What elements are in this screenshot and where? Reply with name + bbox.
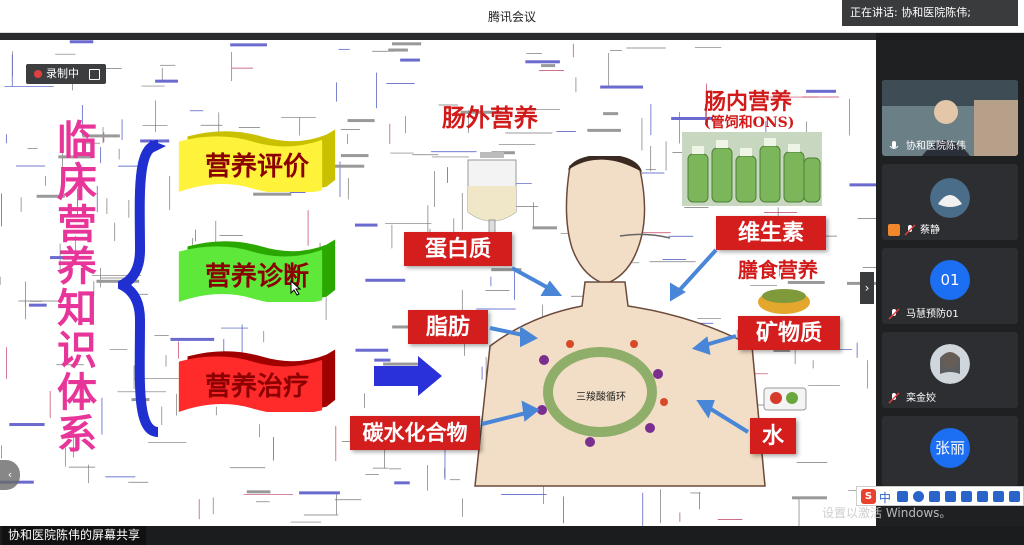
food-box-icon bbox=[763, 387, 807, 411]
ime-mode[interactable]: 中 bbox=[879, 491, 892, 505]
window-title: 腾讯会议 bbox=[487, 10, 536, 24]
participant-name: 协和医院陈伟 bbox=[906, 141, 966, 152]
chevron-right-icon[interactable]: › bbox=[860, 272, 874, 304]
record-dot-icon bbox=[34, 70, 42, 78]
enteral-subheading: (管饲和ONS) bbox=[704, 115, 795, 131]
avatar: 张丽 bbox=[930, 428, 970, 468]
bottom-bar bbox=[0, 526, 1024, 545]
ime-toolbox-icon[interactable] bbox=[993, 491, 1004, 502]
participant-tile-video[interactable]: 协和医院陈伟 bbox=[882, 80, 1018, 156]
participant-tile[interactable]: 栾金姣 bbox=[882, 332, 1018, 408]
vertical-title-char: 体 bbox=[57, 369, 97, 416]
enteral-heading: 肠内营养 bbox=[704, 89, 793, 115]
avatar bbox=[930, 178, 970, 218]
participant-tile[interactable]: 蔡静 bbox=[882, 164, 1018, 240]
vertical-title: 临 床 营 养 知 识 体 系 bbox=[48, 120, 106, 456]
parenteral-heading: 肠外营养 bbox=[442, 103, 538, 132]
ime-logo-icon: S bbox=[861, 489, 876, 504]
participant-name: 马慧预防01 bbox=[906, 309, 959, 320]
participant-name: 蔡静 bbox=[920, 225, 940, 236]
tca-cycle-diagram bbox=[537, 340, 668, 447]
mic-muted-icon bbox=[888, 392, 900, 404]
banner-treatment-label: 营养治疗 bbox=[204, 372, 309, 402]
participant-tile[interactable]: 张丽 bbox=[882, 416, 1018, 486]
mouse-cursor-icon bbox=[290, 280, 302, 296]
ime-voice-icon[interactable] bbox=[929, 491, 940, 502]
ime-toolbar[interactable]: S 中 bbox=[856, 486, 1024, 506]
ime-emoji-icon[interactable] bbox=[913, 491, 924, 502]
windows-activation-watermark: 设置以激活 Windows。 bbox=[822, 506, 952, 520]
nutrient-arrows bbox=[481, 248, 750, 434]
vitamin-box: 维生素 bbox=[716, 216, 826, 250]
water-box: 水 bbox=[750, 418, 796, 454]
ime-settings-icon[interactable] bbox=[1009, 491, 1020, 502]
stop-recording-icon[interactable] bbox=[89, 69, 100, 80]
participant-tile[interactable]: 01 马慧预防01 bbox=[882, 248, 1018, 324]
banner-assessment-label: 营养评价 bbox=[204, 152, 309, 182]
speaker-video-frame bbox=[882, 80, 1018, 156]
toolbar-gap bbox=[0, 33, 876, 40]
ime-user-icon[interactable] bbox=[961, 491, 972, 502]
vertical-title-char: 营 bbox=[57, 201, 97, 248]
mic-icon bbox=[889, 141, 899, 149]
recording-indicator[interactable]: 录制中 bbox=[26, 64, 106, 84]
ime-keyboard-icon[interactable] bbox=[945, 491, 956, 502]
chevron-left-icon[interactable]: ‹ bbox=[0, 460, 20, 490]
tca-cycle-label: 三羧酸循环 bbox=[576, 392, 626, 403]
food-bowl-icon bbox=[758, 289, 810, 314]
vertical-title-char: 系 bbox=[57, 411, 97, 458]
mic-muted-icon bbox=[904, 224, 916, 236]
vertical-title-char: 知 bbox=[57, 285, 97, 332]
carbohydrate-box: 碳水化合物 bbox=[350, 416, 480, 450]
host-badge-icon bbox=[888, 224, 900, 236]
vertical-title-char: 临 bbox=[57, 117, 97, 164]
avatar: 01 bbox=[930, 260, 970, 300]
speaking-indicator: 正在讲话: 协和医院陈伟; bbox=[842, 0, 1018, 26]
mic-muted-icon bbox=[888, 308, 900, 320]
vertical-title-char: 养 bbox=[57, 243, 97, 290]
diet-heading: 膳食营养 bbox=[738, 258, 818, 282]
avatar bbox=[930, 344, 970, 384]
recording-label: 录制中 bbox=[46, 67, 79, 80]
screen-share-label: 协和医院陈伟的屏幕共享 bbox=[2, 526, 147, 545]
shared-screen-slide: 临 床 营 养 知 识 体 系 营养评价 营养诊断 营养治疗 bbox=[0, 40, 876, 526]
ons-bottles-photo bbox=[682, 132, 822, 206]
vertical-title-char: 床 bbox=[57, 159, 97, 206]
blue-brace-icon bbox=[118, 140, 166, 437]
human-body-illustration bbox=[474, 156, 766, 487]
ime-skin-icon[interactable] bbox=[977, 491, 988, 502]
vertical-title-char: 识 bbox=[57, 327, 97, 374]
banner-treatment: 营养治疗 bbox=[172, 336, 352, 416]
protein-box: 蛋白质 bbox=[404, 232, 512, 266]
participant-name: 栾金姣 bbox=[906, 393, 936, 404]
mineral-box: 矿物质 bbox=[738, 316, 840, 350]
ime-punctuation-icon[interactable] bbox=[897, 491, 908, 502]
arrow-right-icon bbox=[374, 356, 442, 396]
banner-assessment: 营养评价 bbox=[172, 116, 352, 196]
fat-box: 脂肪 bbox=[408, 310, 488, 344]
